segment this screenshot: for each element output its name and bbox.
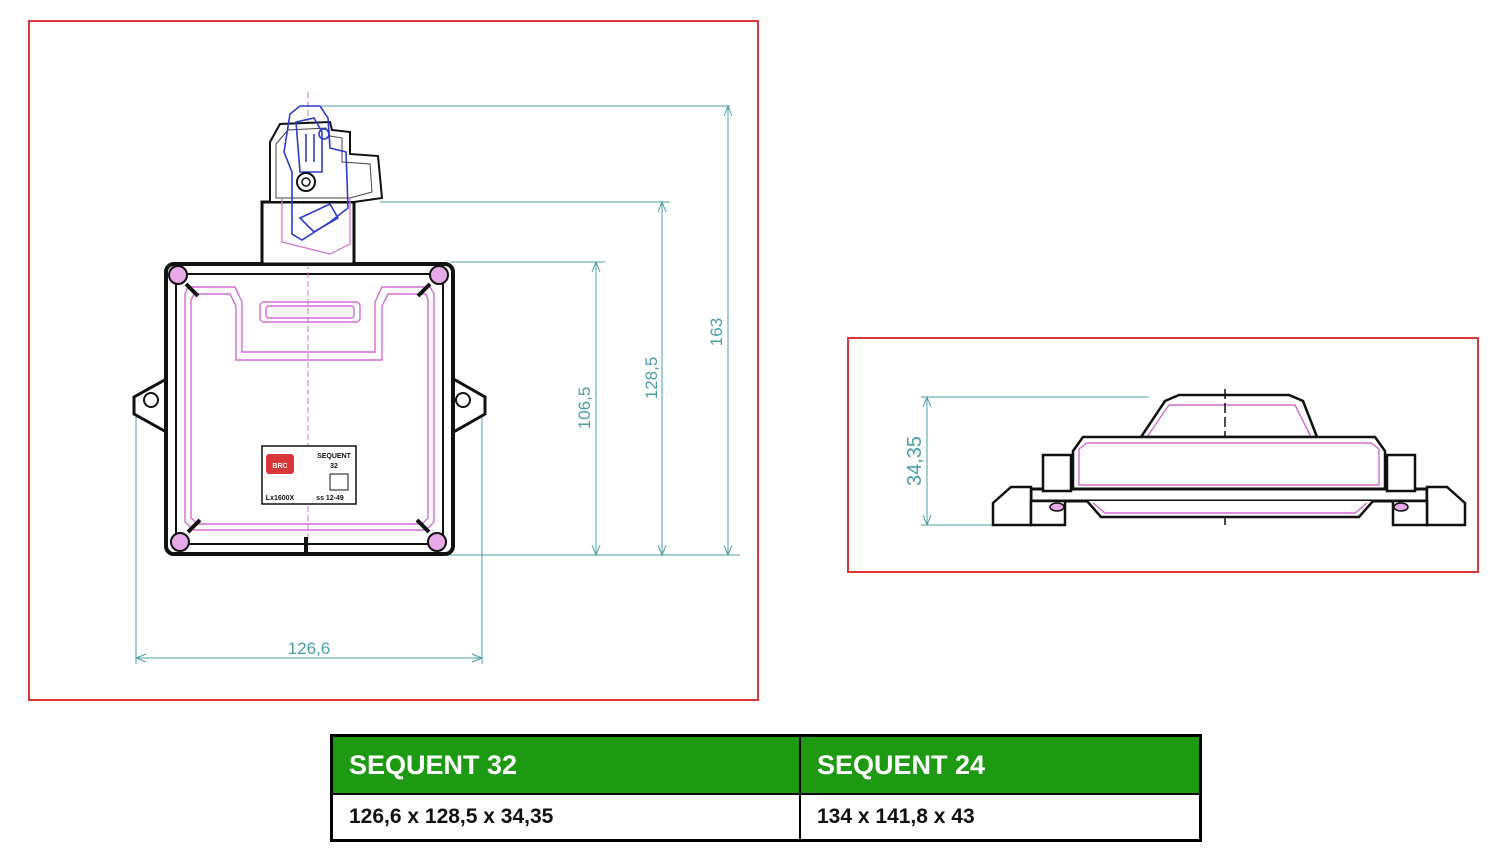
label-brand: BRC	[272, 463, 287, 470]
inner-cover-outline	[184, 286, 435, 531]
dimension-lines	[134, 104, 740, 664]
table-row: 126,6 x 128,5 x 34,35 134 x 141,8 x 43	[331, 794, 1201, 841]
label-plate: BRC SEQUENT 32 Lx1600X ss 12-49	[261, 445, 357, 505]
spec-table-header-row: SEQUENT 32 SEQUENT 24	[331, 735, 1201, 795]
ear-hole-left	[143, 392, 159, 408]
label-line1: SEQUENT	[317, 453, 352, 460]
spec-table: SEQUENT 32 SEQUENT 24 126,6 x 128,5 x 34…	[330, 734, 1202, 842]
dim-depth-label: 34,35	[904, 436, 926, 486]
spec-header-sequent-32: SEQUENT 32	[331, 735, 801, 795]
connector-block	[260, 105, 384, 266]
top-dome	[1138, 393, 1319, 439]
side-view-drawing-panel: 34,35	[847, 337, 1479, 573]
spec-cell-sequent-32: 126,6 x 128,5 x 34,35	[331, 794, 801, 841]
depth-dimension-lines	[921, 395, 1149, 527]
dim-width-label: 126,6	[288, 639, 331, 658]
top-view-drawing: 126,6 106,5 128,5 163	[132, 92, 740, 664]
label-line2: 32	[330, 463, 338, 470]
corner-bosses	[168, 265, 449, 552]
label-line4: ss 12-49	[316, 495, 344, 502]
spec-cell-sequent-24: 134 x 141,8 x 43	[817, 805, 975, 828]
connector-plug-outline	[283, 105, 349, 241]
side-view-drawing: 34,35	[904, 389, 1467, 527]
dim-height-body-label: 106,5	[575, 387, 594, 430]
top-view-drawing-panel: 126,6 106,5 128,5 163	[28, 20, 759, 701]
cover-body	[1071, 435, 1387, 491]
ecu-body-outline	[164, 262, 455, 556]
label-line3: Lx1600X	[266, 495, 295, 502]
ear-hole-right	[455, 392, 471, 408]
spec-header-sequent-24: SEQUENT 24	[800, 735, 1201, 795]
dim-height-total-label: 163	[707, 318, 726, 346]
base-plate	[1029, 487, 1429, 503]
dim-height-mid-label: 128,5	[642, 357, 661, 400]
